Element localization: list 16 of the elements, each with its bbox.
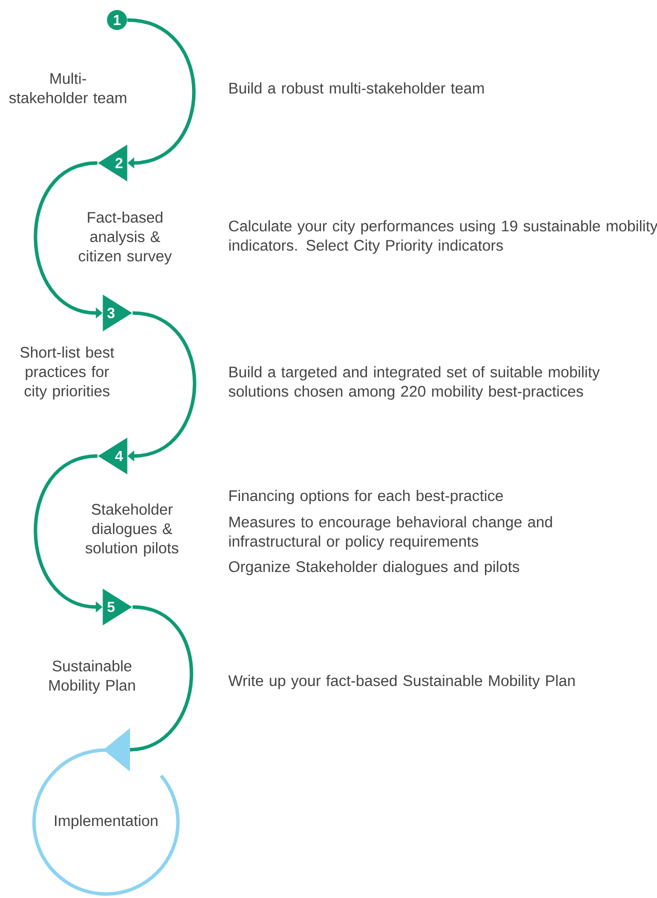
step-label: Sustainable Mobility Plan [49, 660, 135, 694]
step-label: Stakeholder dialogues & solution pilots [86, 504, 178, 556]
number-arrowhead: 4 [98, 438, 128, 474]
description-text: Build a targeted and integrated set of suitable mobility solutions chosen among 220 mobility best-practices [228, 366, 600, 400]
description-text: Build a robust multi-stakeholder team [230, 82, 484, 94]
description-text: Measures to encourage behavioral change and infrastructural or policy requirements [229, 516, 552, 550]
curved-arrow [127, 18, 196, 169]
number-arrowhead: 3 [102, 294, 132, 332]
number-arrowhead: 5 [102, 588, 132, 626]
step-label: Fact-based analysis & citizen survey [78, 212, 172, 264]
description-text: Write up your fact-based Sustainable Mobility Plan [228, 674, 575, 690]
step-label: Short-list best practices for city priorities [20, 346, 114, 400]
description-text: Financing options for each best-practice [230, 490, 503, 504]
description-text: Organize Stakeholder dialogues and pilots [229, 560, 520, 576]
step-label: Multi-stakeholder team [9, 72, 126, 104]
number-arrowhead: 2 [98, 144, 128, 182]
